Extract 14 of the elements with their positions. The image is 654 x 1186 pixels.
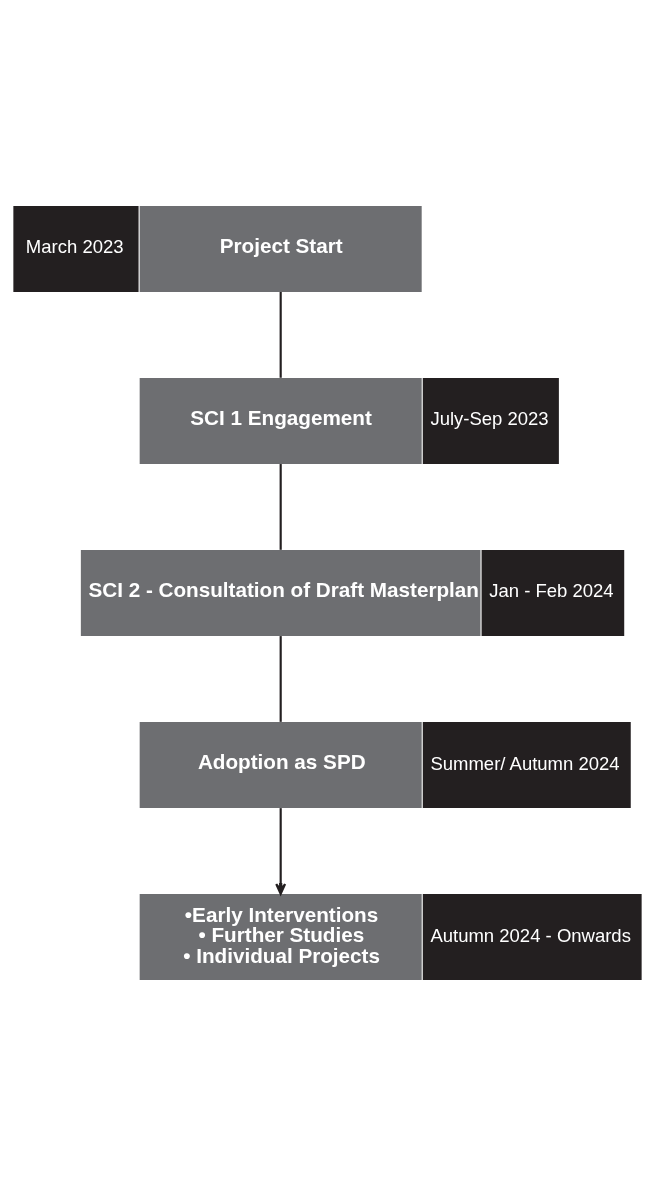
connector	[279, 292, 282, 378]
node-box: SCI 1 Engagement	[139, 377, 422, 464]
node-box: Adoption as SPD	[139, 722, 422, 809]
connector	[279, 464, 282, 550]
arrow	[274, 808, 286, 895]
node-box: SCI 2 - Consultation of Draft Masterplan	[80, 550, 480, 636]
connector	[279, 636, 282, 722]
node-box: Project Start	[139, 205, 422, 292]
node-box: Jan - Feb 2024	[481, 550, 624, 636]
node-box: Summer/ Autumn 2024	[422, 722, 631, 809]
node-box: July-Sep 2023	[422, 377, 559, 464]
node-box: Autumn 2024 - Onwards	[422, 894, 642, 981]
node-box: March 2023	[12, 205, 139, 292]
node-box: •Early Interventions • Further Studies • Individual Projects	[139, 894, 422, 981]
